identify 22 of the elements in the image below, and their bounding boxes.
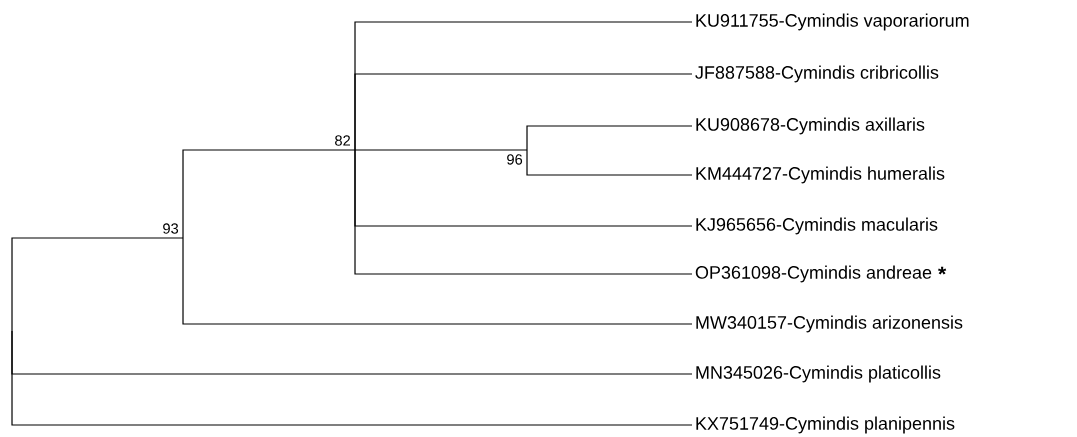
leaf-label: MN345026-Cymindis platicollis — [696, 365, 941, 383]
tree-branch — [354, 149, 693, 275]
tree-branch — [11, 330, 693, 426]
leaf-label: JF887588-Cymindis cribricollis — [695, 65, 939, 83]
tree-branch — [354, 73, 693, 151]
tree-branch — [182, 237, 693, 325]
bootstrap-value: 93 — [163, 223, 179, 234]
leaf-label: MW340157-Cymindis arizonensis — [696, 315, 963, 333]
leaf-label: OP361098-Cymindis andreae — [695, 265, 932, 283]
bootstrap-value: 96 — [507, 154, 523, 165]
leaf-label: KM444727-Cymindis humeralis — [696, 166, 945, 184]
leaf-label: KU908678-Cymindis axillaris — [696, 117, 925, 135]
leaf-label: KU911755-Cymindis vaporariorum — [696, 13, 969, 31]
tree-branch — [182, 149, 356, 239]
leaf-label: KX751749-Cymindis planipennis — [696, 416, 955, 434]
asterisk-mark: * — [938, 266, 947, 275]
tree-branch — [526, 149, 693, 176]
bootstrap-value: 82 — [335, 135, 350, 146]
tree-branch — [354, 149, 528, 151]
leaf-label: KJ965656-Cymindis macularis — [696, 217, 938, 235]
tree-branch — [526, 125, 693, 151]
tree-branch — [11, 237, 184, 332]
